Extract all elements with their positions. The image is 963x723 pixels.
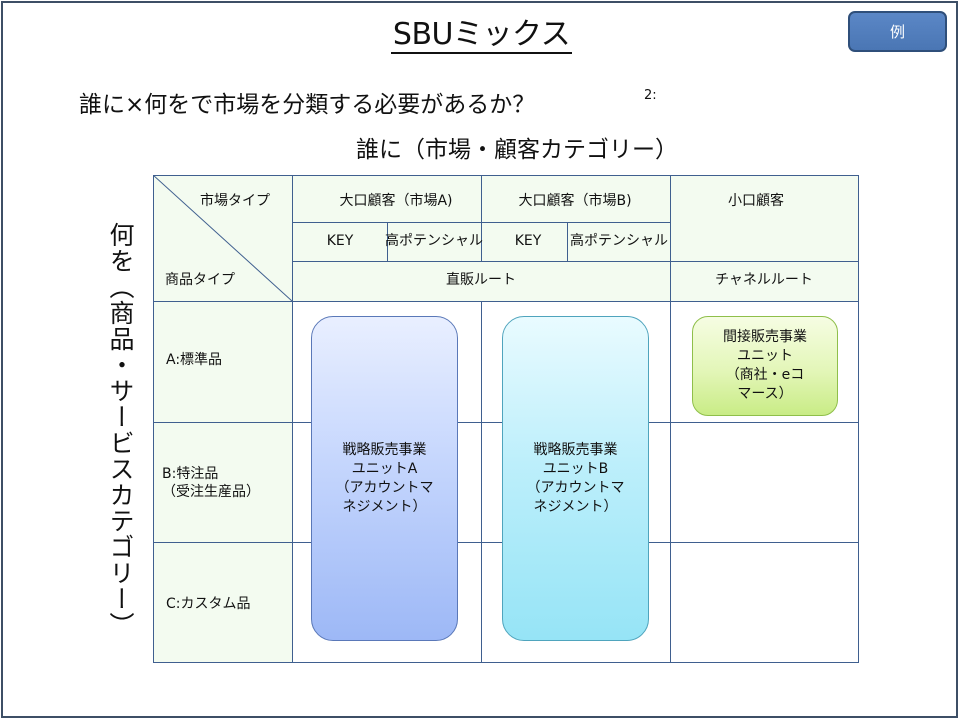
grid-line xyxy=(387,222,388,261)
market-header-b: 大口顧客（市場B) xyxy=(518,193,632,209)
question-text: 誰に×何をで市場を分類する必要があるか？ xyxy=(79,92,536,118)
grid-line xyxy=(858,175,859,663)
grid-line xyxy=(153,175,859,176)
slide-title: SBUミックス xyxy=(390,17,573,54)
subheader-key-a: KEY xyxy=(326,233,354,249)
corner-diagonal xyxy=(153,175,292,301)
business-unit-indirect[interactable]: 間接販売事業 ユニット （商社・eコ マース） xyxy=(692,316,838,416)
subheader-key-b: KEY xyxy=(514,233,542,249)
row-label-standard: A:標準品 xyxy=(166,352,223,368)
market-header-a: 大口顧客（市場A) xyxy=(339,193,453,209)
column-axis-label: 誰に（市場・顧客カテゴリー） xyxy=(356,137,678,163)
subheader-potential-a: 高ポテンシャル xyxy=(385,233,483,249)
segment-matrix: 市場タイプ 商品タイプ 大口顧客（市場A) 大口顧客（市場B) 小口顧客 KEY… xyxy=(153,175,859,663)
grid-line xyxy=(153,301,859,302)
example-button[interactable]: 例 xyxy=(848,11,947,52)
grid-line xyxy=(153,662,859,663)
grid-line xyxy=(292,222,671,223)
grid-line xyxy=(481,175,482,261)
grid-line xyxy=(481,301,482,663)
corner-product-type-label: 商品タイプ xyxy=(165,272,235,288)
row-label-background xyxy=(153,301,292,663)
business-unit-a[interactable]: 戦略販売事業 ユニットA （アカウントマ ネジメント） xyxy=(311,316,458,641)
page-number: 2: xyxy=(644,88,657,103)
row-axis-label: 何を（商品・サービスカテゴリー） xyxy=(106,222,135,638)
header-background xyxy=(153,175,859,301)
business-unit-b[interactable]: 戦略販売事業 ユニットB （アカウントマ ネジメント） xyxy=(502,316,649,641)
grid-line xyxy=(153,175,154,663)
row-label-custom: C:カスタム品 xyxy=(166,596,251,612)
grid-line xyxy=(670,175,671,663)
market-header-small: 小口顧客 xyxy=(728,193,784,209)
grid-line xyxy=(292,175,293,663)
row-label-custom-order: B:特注品 （受注生産品） xyxy=(162,466,260,500)
subheader-potential-b: 高ポテンシャル xyxy=(570,233,668,249)
grid-line xyxy=(292,261,859,262)
corner-market-type-label: 市場タイプ xyxy=(200,193,270,209)
route-direct: 直販ルート xyxy=(446,272,516,288)
route-channel: チャネルルート xyxy=(715,272,813,288)
grid-line xyxy=(567,222,568,261)
